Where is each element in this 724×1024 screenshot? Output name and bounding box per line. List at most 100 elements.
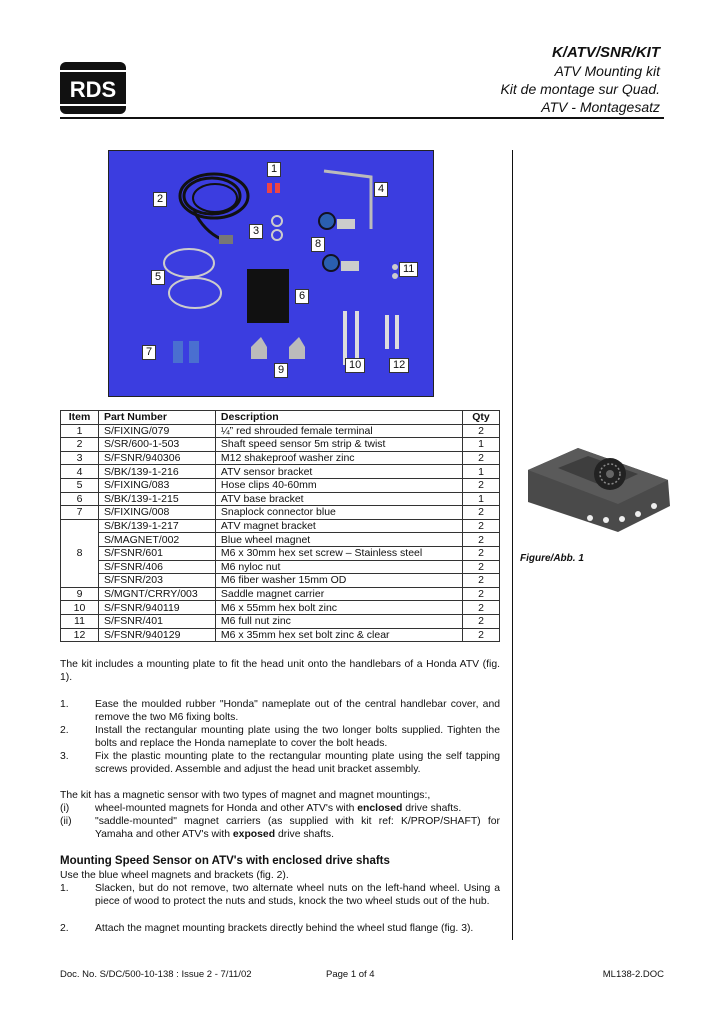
cell-desc: M6 x 55mm hex bolt zinc bbox=[214, 600, 464, 615]
cell-item: 6 bbox=[60, 491, 99, 507]
callout-9: 9 bbox=[274, 363, 289, 378]
list-text: Install the rectangular mounting plate u… bbox=[95, 725, 500, 750]
cell-qty: 2 bbox=[462, 450, 500, 466]
list-item: 2. Attach the magnet mounting brackets d… bbox=[60, 922, 500, 935]
cell-qty: 1 bbox=[462, 464, 500, 479]
cell-desc: Hose clips 40-60mm bbox=[214, 477, 464, 493]
section-intro: Use the blue wheel magnets and brackets … bbox=[60, 870, 289, 881]
list-number: 3. bbox=[60, 751, 69, 762]
list-text: wheel-mounted magnets for Honda and othe… bbox=[95, 802, 500, 815]
list-number: (ii) bbox=[60, 816, 72, 827]
cell-desc: ATV magnet bracket bbox=[214, 518, 464, 534]
mounting-plate-figure bbox=[528, 448, 670, 532]
cell-item-merged: 8 bbox=[60, 518, 99, 588]
cell-part: S/FSNR/406 bbox=[97, 559, 216, 575]
footer-doc-number: Doc. No. S/DC/500-10-138 : Issue 2 - 7/1… bbox=[60, 969, 252, 980]
cell-desc: ATV sensor bracket bbox=[214, 464, 464, 479]
callout-2: 2 bbox=[153, 192, 168, 207]
callout-5: 5 bbox=[151, 270, 166, 285]
cell-qty: 2 bbox=[462, 586, 500, 602]
callout-6: 6 bbox=[295, 289, 310, 304]
cell-part: S/BK/139-1-217 bbox=[97, 518, 216, 534]
list-item: 1. Slacken, but do not remove, two alter… bbox=[60, 882, 500, 909]
callout-7: 7 bbox=[142, 345, 157, 360]
cell-desc: M6 fiber washer 15mm OD bbox=[214, 573, 464, 588]
list-item: 3. Fix the plastic mounting plate to the… bbox=[60, 750, 500, 777]
cell-part: S/FSNR/940119 bbox=[97, 600, 216, 615]
section-heading: Mounting Speed Sensor on ATV's with encl… bbox=[60, 855, 390, 867]
cell-item: 1 bbox=[60, 423, 99, 439]
cell-part: S/FIXING/079 bbox=[97, 423, 216, 439]
list-text: Ease the moulded rubber "Honda" nameplat… bbox=[95, 699, 500, 724]
kit-code: K/ATV/SNR/KIT bbox=[551, 44, 660, 61]
cell-part: S/FSNR/940306 bbox=[97, 450, 216, 466]
list-number: 2. bbox=[60, 923, 69, 934]
callout-10: 10 bbox=[345, 358, 366, 373]
callout-1: 1 bbox=[267, 162, 282, 177]
cell-qty: 1 bbox=[462, 491, 500, 507]
emphasis-exposed: exposed bbox=[232, 829, 276, 841]
cell-qty: 2 bbox=[462, 532, 500, 547]
cell-desc: Snaplock connector blue bbox=[214, 505, 464, 520]
title-english: ATV Mounting kit bbox=[554, 63, 660, 79]
magnet-option-i: (i) wheel-mounted magnets for Honda and … bbox=[60, 802, 500, 815]
header-rule bbox=[60, 117, 664, 119]
list-number: 1. bbox=[60, 699, 69, 710]
list-number: 1. bbox=[60, 883, 69, 894]
cell-qty: 2 bbox=[462, 600, 500, 615]
col-part-number: Part Number bbox=[97, 410, 216, 425]
footer-page: Page 1 of 4 bbox=[326, 969, 375, 980]
callout-4: 4 bbox=[374, 182, 389, 197]
text-part: "saddle-mounted" magnet carriers (as sup… bbox=[95, 816, 500, 841]
col-qty: Qty bbox=[462, 410, 500, 425]
cell-part: S/FSNR/203 bbox=[97, 573, 216, 588]
cell-desc: ATV base bracket bbox=[214, 491, 464, 507]
cell-desc: Blue wheel magnet bbox=[214, 532, 464, 547]
list-item: 1. Ease the moulded rubber "Honda" namep… bbox=[60, 698, 500, 725]
magnet-option-ii: (ii) "saddle-mounted" magnet carriers (a… bbox=[60, 815, 500, 842]
cell-part: S/FSNR/940129 bbox=[97, 627, 216, 643]
cell-qty: 2 bbox=[462, 545, 500, 561]
cell-part: S/MGNT/CRRY/003 bbox=[97, 586, 216, 602]
list-number: (i) bbox=[60, 803, 70, 814]
cell-item: 7 bbox=[60, 505, 99, 520]
cell-item: 11 bbox=[60, 613, 99, 629]
cell-desc: Shaft speed sensor 5m strip & twist bbox=[214, 437, 464, 452]
text-part: wheel-mounted magnets for Honda and othe… bbox=[95, 803, 358, 814]
cell-qty: 2 bbox=[462, 505, 500, 520]
list-text: Fix the plastic mounting plate to the re… bbox=[95, 751, 500, 776]
intro-paragraph: The kit includes a mounting plate to fit… bbox=[60, 659, 500, 684]
text-part: drive shafts. bbox=[402, 803, 462, 814]
cell-qty: 2 bbox=[462, 559, 500, 575]
magnet-intro: The kit has a magnetic sensor with two t… bbox=[60, 790, 431, 801]
footer-filename: ML138-2.DOC bbox=[602, 969, 664, 980]
cell-item: 12 bbox=[60, 627, 99, 643]
callout-3: 3 bbox=[249, 224, 264, 239]
cell-part: S/FSNR/601 bbox=[97, 545, 216, 561]
cell-item: 2 bbox=[60, 437, 99, 452]
rds-logo: RDS bbox=[60, 62, 126, 114]
list-text: "saddle-mounted" magnet carriers (as sup… bbox=[95, 815, 500, 842]
cell-desc: Saddle magnet carrier bbox=[214, 586, 464, 602]
svg-text:RDS: RDS bbox=[70, 77, 116, 102]
emphasis-enclosed: enclosed bbox=[357, 803, 403, 814]
cell-part: S/FIXING/083 bbox=[97, 477, 216, 493]
cell-qty: 2 bbox=[462, 518, 500, 534]
col-item: Item bbox=[60, 410, 99, 425]
text-part: drive shafts. bbox=[275, 829, 334, 841]
title-german: ATV - Montagesatz bbox=[541, 99, 660, 115]
cell-desc: M6 full nut zinc bbox=[214, 613, 464, 629]
